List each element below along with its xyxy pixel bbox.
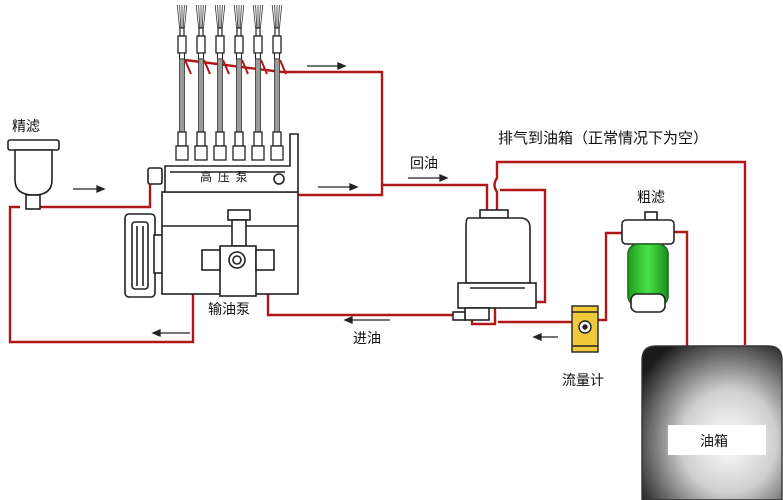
fine-filter	[7, 139, 60, 210]
flow-arrows	[73, 62, 558, 341]
injector-assemblies	[175, 4, 287, 161]
line-tank-to-coarse	[672, 230, 689, 385]
fuel-tank-label-box	[668, 425, 766, 455]
fuel-separator	[452, 209, 537, 321]
arrow-left	[343, 316, 390, 324]
line-return-to-separator	[382, 183, 489, 210]
fine-filter-label: 精滤	[12, 119, 40, 135]
coarse-filter-label: 粗滤	[637, 190, 665, 206]
injector	[194, 4, 211, 161]
feed-pump	[201, 209, 275, 297]
arrow-right	[73, 185, 106, 193]
line-vent-to-tank	[493, 160, 747, 345]
line-coarse-to-flowmeter	[598, 231, 628, 322]
injector	[251, 4, 268, 161]
line-fine-filter-to-hp-pump	[37, 180, 152, 209]
flow-meter-label: 流量计	[562, 373, 604, 389]
fuel-tank	[641, 345, 783, 500]
return-oil-label: 回油	[410, 156, 438, 172]
hp-pump-label: 高 压 泵	[200, 170, 249, 184]
arrow-right	[318, 183, 359, 191]
injector	[232, 4, 249, 161]
arrow-left	[151, 329, 190, 337]
coarse-filter	[621, 211, 675, 313]
injector	[270, 4, 287, 161]
arrow-right	[408, 174, 449, 182]
vent-to-tank-label: 排气到油箱（正常情况下为空）	[498, 129, 709, 147]
fuel-tank-label: 油箱	[700, 434, 728, 450]
flow-meter	[571, 305, 599, 353]
arrow-right	[307, 62, 347, 70]
injector	[213, 4, 230, 161]
arrow-left	[532, 333, 558, 341]
injector	[175, 4, 192, 161]
feed-pump-label: 输油泵	[208, 302, 250, 318]
inlet-oil-label: 进油	[353, 331, 381, 347]
